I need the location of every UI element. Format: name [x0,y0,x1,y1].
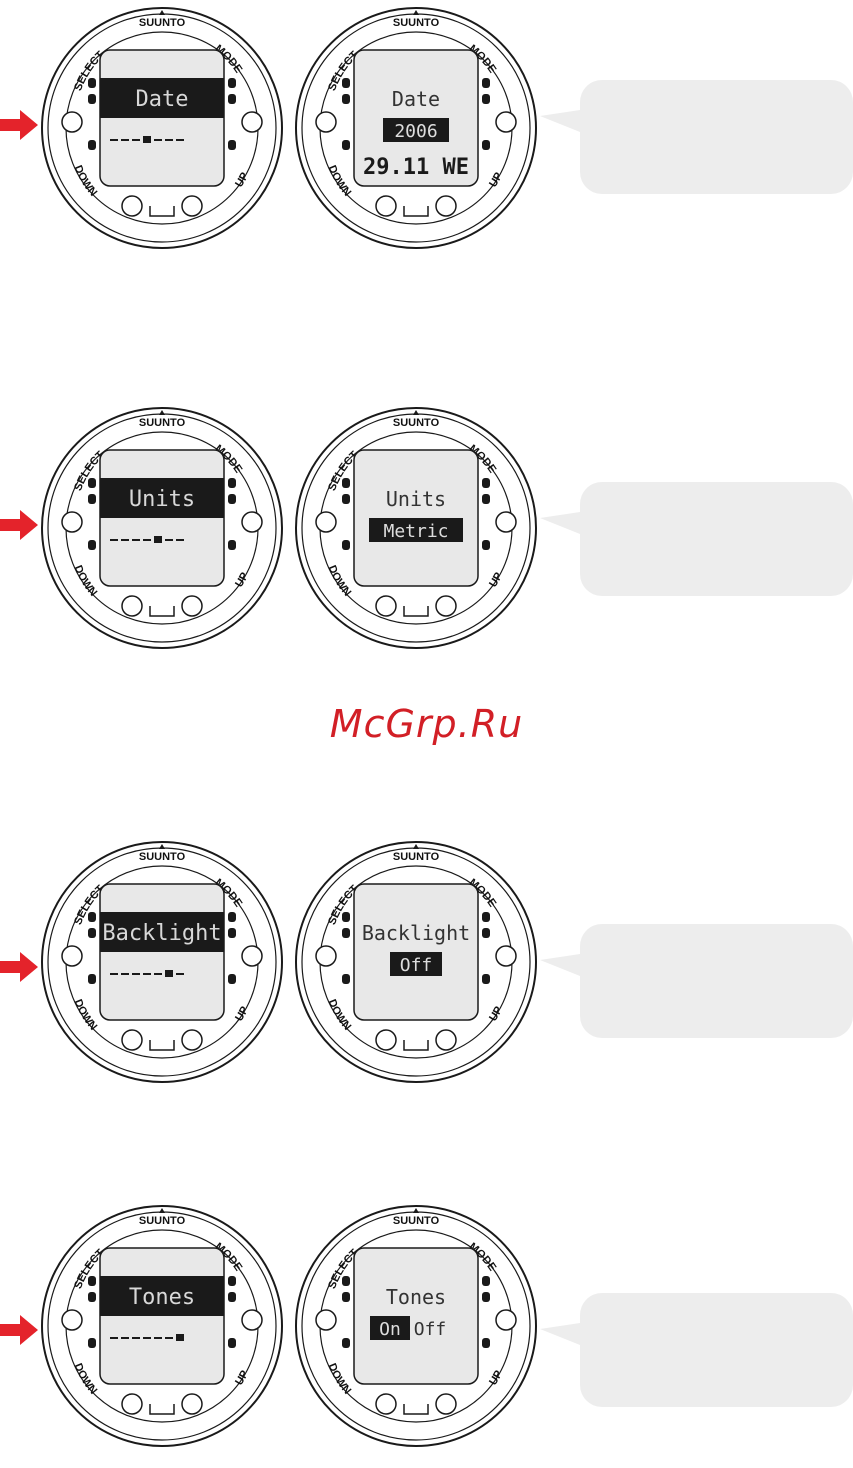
brand-label: SUUNTO [393,17,440,29]
pointer-arrow-icon [0,1313,40,1347]
menu-label: Units [129,487,195,512]
brand-label: SUUNTO [393,851,440,863]
watch-detail-screen: SUUNTO SELECT MODE DOWN UP Backlight Off [290,834,542,1086]
detail-title: Backlight [362,921,470,945]
callout-bubble [540,1293,853,1407]
detail-title: Tones [386,1285,446,1309]
watch-detail-screen: SUUNTO SELECT MODE DOWN UP Units Metric [290,400,542,652]
detail-title: Units [386,487,446,511]
watch-menu-screen: SUUNTO SELECT MODE DOWN UP Backlight [36,834,288,1086]
pointer-arrow-icon [0,950,40,984]
watermark-text: McGrp.Ru [329,702,524,746]
menu-label: Tones [129,1285,195,1310]
callout-bubble [540,924,853,1038]
brand-label: SUUNTO [139,417,186,429]
menu-row: SUUNTO SELECT MODE DOWN UP Backlight [0,834,853,1104]
pointer-arrow-icon [0,508,40,542]
detail-line2: 29.11 WE [363,155,469,180]
watch-menu-screen: SUUNTO SELECT MODE DOWN UP Units [36,400,288,652]
menu-row: SUUNTO SELECT MODE DOWN UP Tones [0,1198,853,1468]
pointer-arrow-icon [0,108,40,142]
menu-row: SUUNTO SELECT MODE DOWN UP Units [0,400,853,670]
menu-label: Date [136,87,189,112]
brand-label: SUUNTO [393,417,440,429]
callout-bubble [540,482,853,596]
watch-menu-screen: SUUNTO SELECT MODE DOWN UP Date [36,0,288,252]
detail-title: Date [392,87,440,111]
watch-detail-screen: SUUNTO SELECT MODE DOWN UP Tones On Off [290,1198,542,1450]
brand-label: SUUNTO [393,1215,440,1227]
detail-value: Metric [383,521,448,542]
detail-value: Off [400,955,433,976]
brand-label: SUUNTO [139,851,186,863]
brand-label: SUUNTO [139,1215,186,1227]
callout-bubble [540,80,853,194]
detail-value-alt: Off [414,1319,447,1340]
brand-label: SUUNTO [139,17,186,29]
detail-value: On [379,1319,401,1340]
detail-value: 2006 [394,121,437,142]
menu-label: Backlight [102,921,221,946]
watch-menu-screen: SUUNTO SELECT MODE DOWN UP Tones [36,1198,288,1450]
menu-row: SUUNTO SELECT MODE DOWN UP Date [0,0,853,270]
